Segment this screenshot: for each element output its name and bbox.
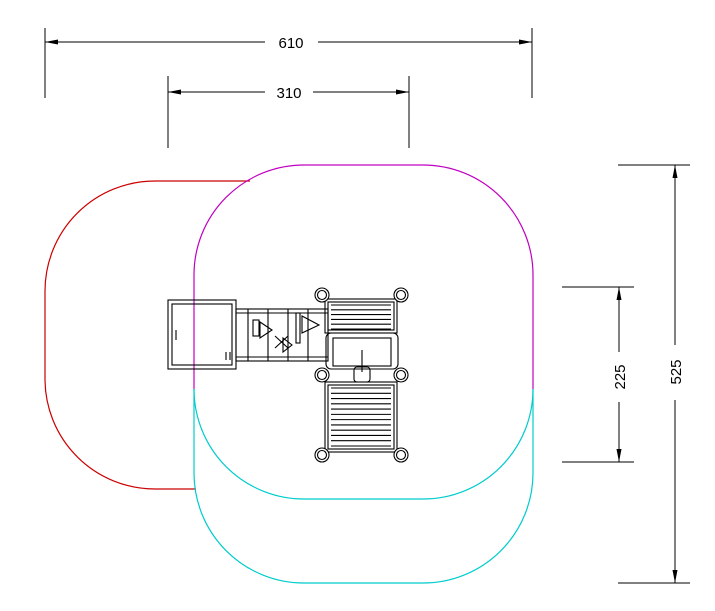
post — [393, 287, 409, 303]
dimension-right-overall — [618, 164, 690, 584]
post-inner — [395, 449, 407, 461]
bridge — [235, 308, 329, 362]
dimension-lines — [44, 28, 690, 584]
dimension-label-top-overall: 610 — [278, 35, 303, 52]
post-inner — [316, 369, 328, 381]
play-equipment — [167, 287, 409, 463]
post-inner — [316, 449, 328, 461]
dimension-label-top-inner: 310 — [276, 85, 301, 102]
end-platform — [167, 299, 237, 370]
post-inner — [395, 289, 407, 301]
platform-slats — [331, 304, 391, 330]
safety-zones — [44, 164, 534, 584]
slide-steps — [331, 387, 391, 447]
post-inner — [395, 369, 407, 381]
safety-zone-magenta — [193, 164, 534, 389]
dimension-label-right-overall: 525 — [668, 359, 685, 384]
tower — [324, 298, 399, 383]
posts — [314, 287, 409, 463]
dimension-top-inner — [167, 76, 410, 148]
safety-zone-cyan-inner — [193, 388, 534, 500]
dimension-top-overall — [44, 28, 533, 98]
dimension-label-right-inner: 225 — [612, 364, 629, 389]
post-inner — [316, 289, 328, 301]
post — [314, 287, 330, 303]
safety-zone-red — [44, 180, 250, 490]
safety-zone-cyan-outer — [193, 389, 534, 584]
slide — [324, 381, 398, 453]
post — [393, 367, 409, 383]
post — [314, 447, 330, 463]
post — [314, 367, 330, 383]
dimension-right-inner — [562, 286, 634, 463]
post — [393, 447, 409, 463]
